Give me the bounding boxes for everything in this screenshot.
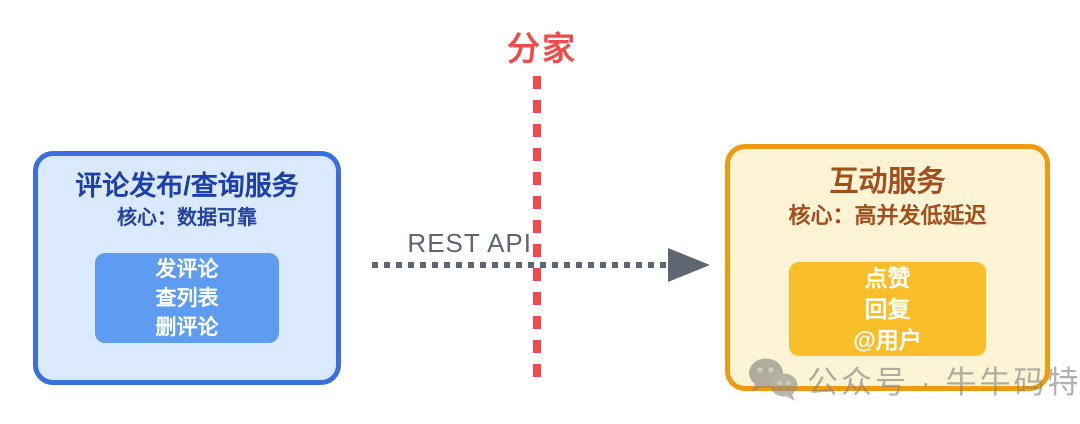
- function-item: 回复: [864, 295, 911, 322]
- function-item: @用户: [853, 326, 922, 353]
- function-item: 删评论: [155, 315, 219, 339]
- interaction-service-functions: 点赞 回复 @用户: [789, 262, 986, 356]
- interaction-service-box: 互动服务 核心：高并发低延迟 点赞 回复 @用户: [725, 144, 1050, 391]
- wechat-icon: [749, 358, 798, 401]
- watermark-text: 公众号 · 牛牛码特: [807, 364, 1080, 400]
- comment-service-functions: 发评论 查列表 删评论: [95, 253, 279, 343]
- function-item: 发评论: [155, 257, 219, 281]
- function-item: 点赞: [864, 264, 911, 291]
- separator-dashed-line: [533, 76, 541, 378]
- interaction-service-subtitle: 核心：高并发低延迟: [788, 203, 987, 228]
- comment-service-title: 评论发布/查询服务: [75, 171, 299, 201]
- watermark: 公众号 · 牛牛码特: [745, 356, 1080, 402]
- arrow-head-icon: [668, 248, 710, 282]
- separator-title: 分家: [507, 30, 577, 67]
- arrow-dotted-line: [372, 262, 670, 268]
- comment-service-box: 评论发布/查询服务 核心：数据可靠 发评论 查列表 删评论: [33, 151, 341, 385]
- interaction-service-title: 互动服务: [829, 166, 946, 198]
- arrow-label: REST API: [407, 228, 532, 258]
- function-item: 查列表: [155, 286, 219, 310]
- comment-service-subtitle: 核心：数据可靠: [117, 207, 257, 229]
